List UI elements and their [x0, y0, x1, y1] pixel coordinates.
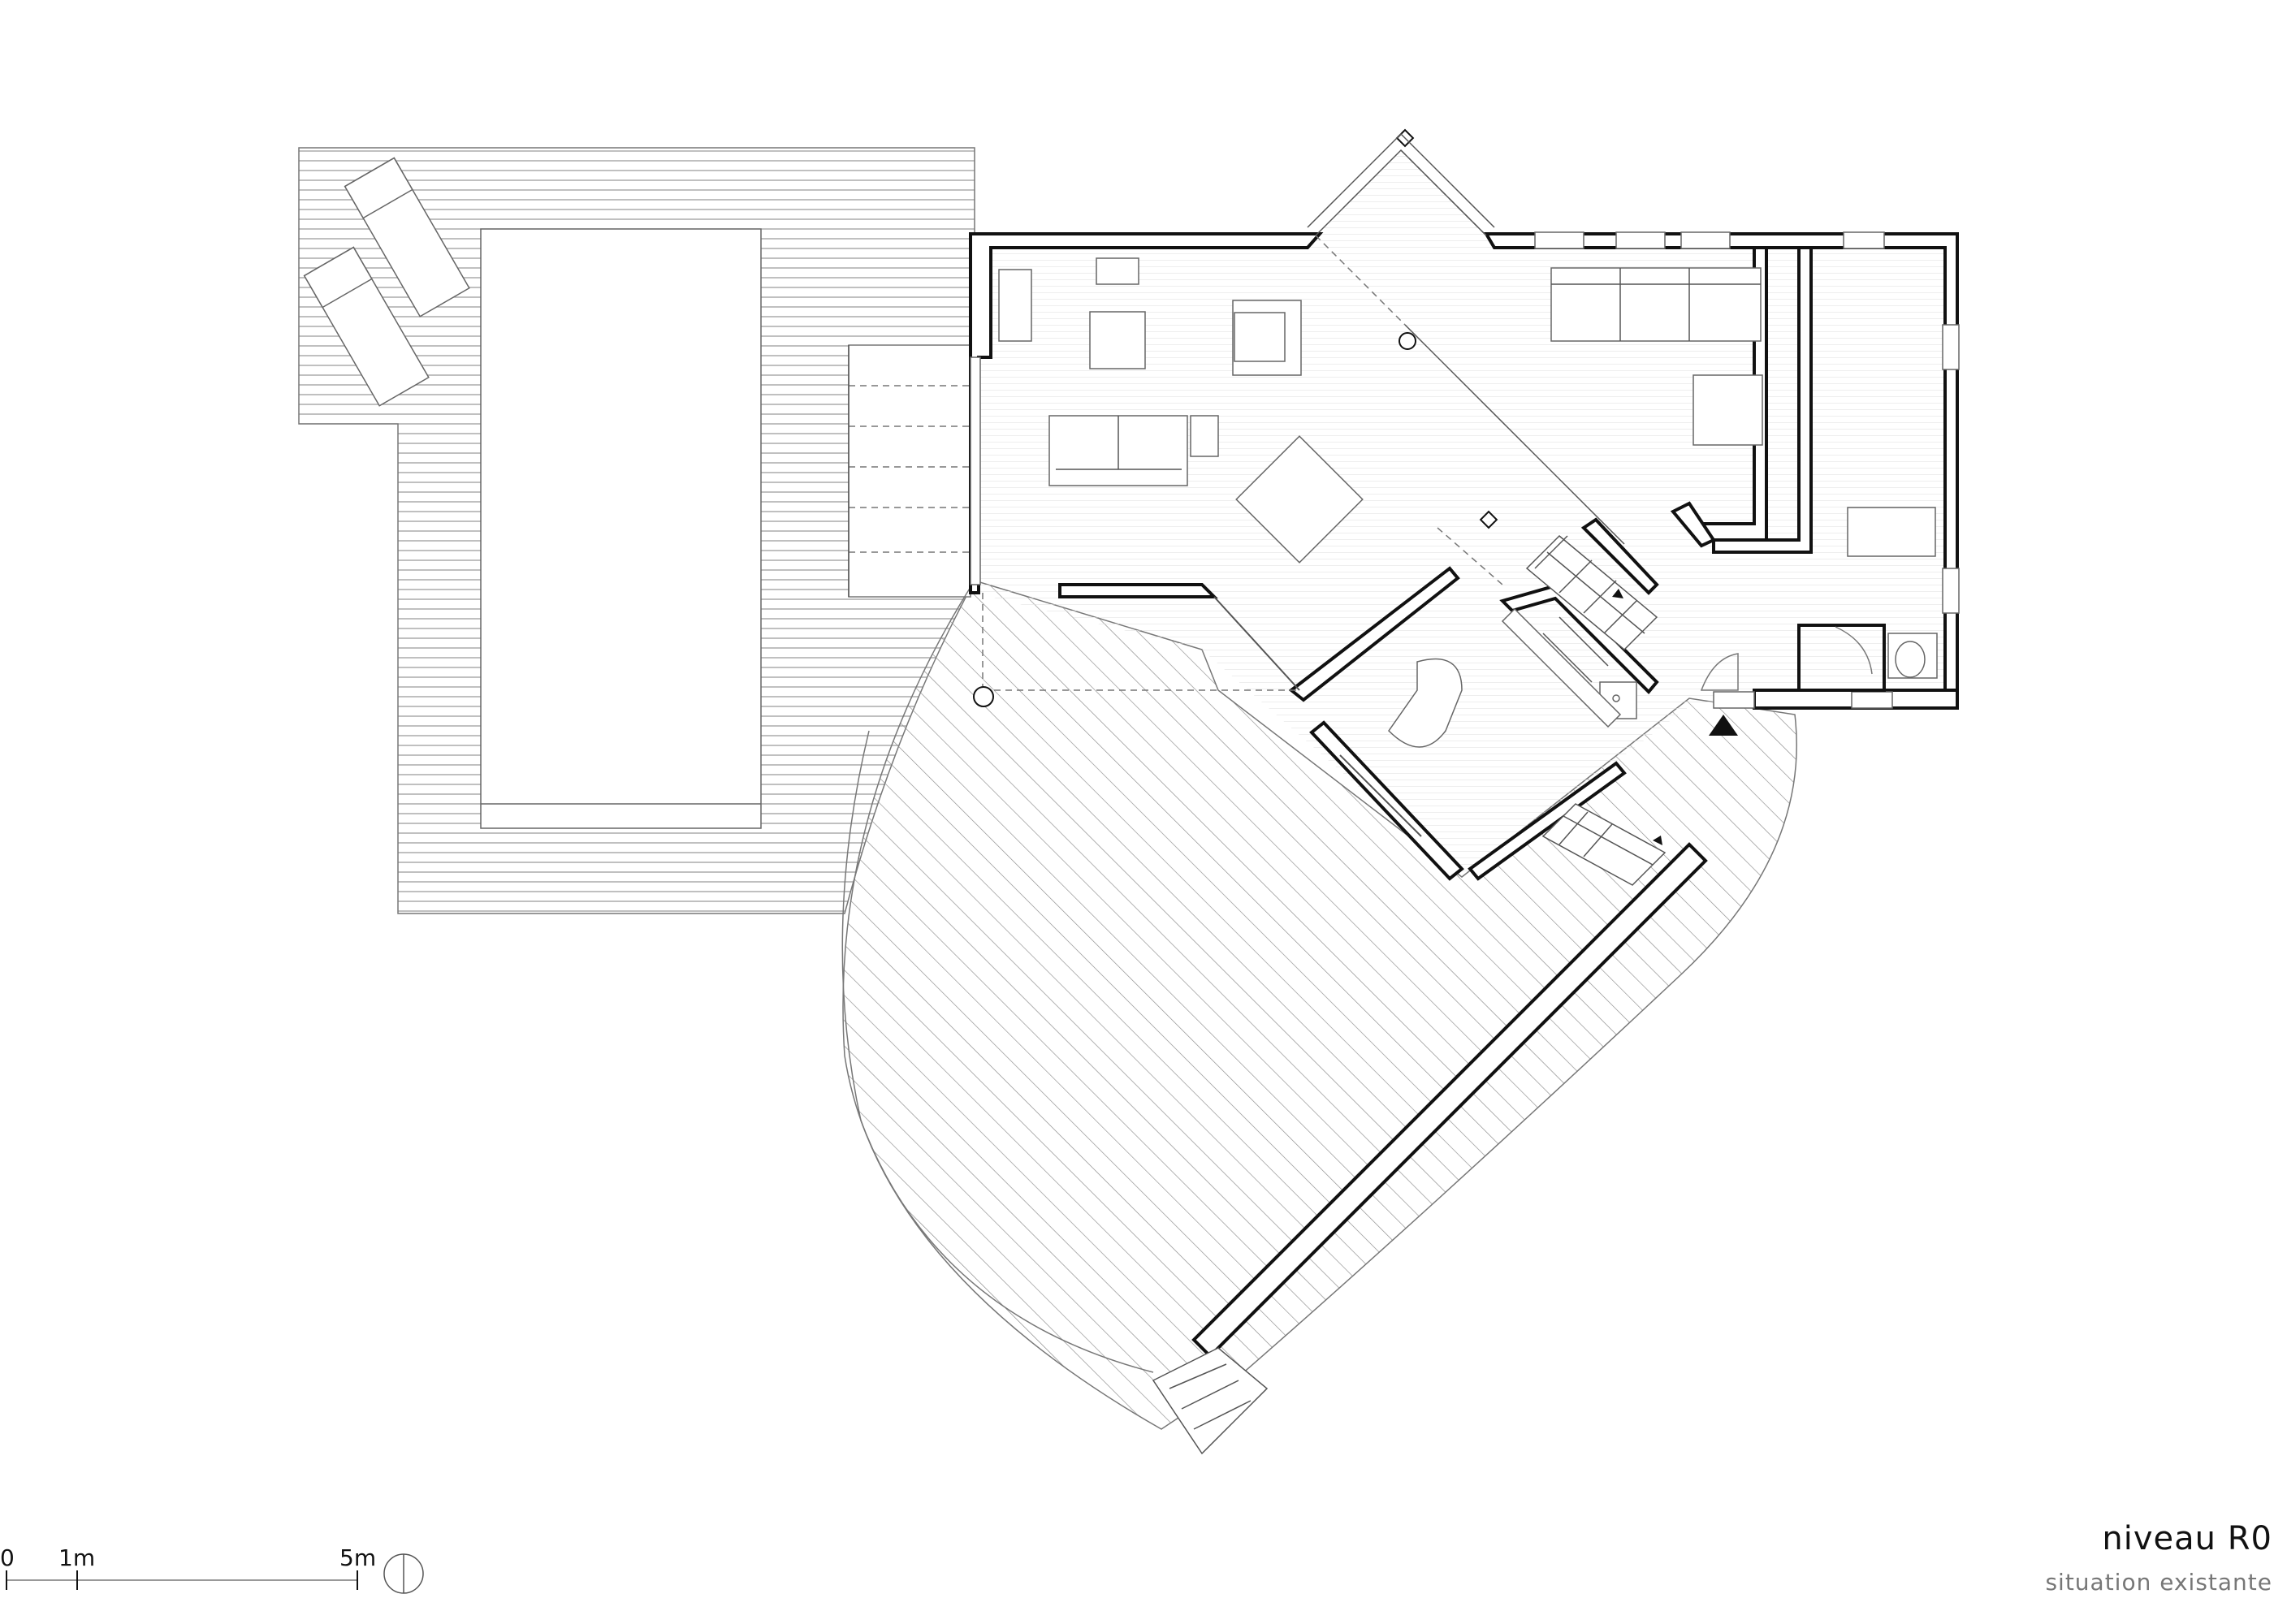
- scale-label-1m: 1m: [58, 1544, 96, 1571]
- stairs-main: [1525, 534, 1658, 651]
- pergola-outline: [848, 344, 971, 598]
- column-2: [973, 686, 994, 707]
- armchair: [1089, 311, 1146, 369]
- entrance-triangle-icon: [1709, 715, 1738, 736]
- furniture: [998, 257, 1938, 679]
- kitchen: [1388, 607, 1637, 748]
- column-3: [1479, 510, 1498, 529]
- table: [1693, 374, 1763, 446]
- terrace-steps: [1152, 1347, 1269, 1455]
- scale-bar-graphic: [6, 1553, 424, 1594]
- column-1: [1399, 332, 1416, 350]
- glazed-bay: [1307, 132, 1495, 236]
- cabinet: [998, 269, 1032, 342]
- drawing-title: niveau R0: [2102, 1520, 2272, 1557]
- sun-lounger-2: [303, 246, 430, 407]
- windows: [970, 231, 1960, 837]
- bathroom: [1797, 624, 1886, 692]
- coffee-table: [1235, 435, 1364, 564]
- island: [1388, 658, 1463, 748]
- sun-lounger-1: [344, 157, 470, 317]
- terrace-bench: [1191, 842, 1708, 1358]
- entrance: [1700, 653, 1739, 736]
- side-table: [1096, 257, 1139, 285]
- drawing-subtitle: situation existante: [2045, 1569, 2272, 1596]
- scale-label-0: 0: [0, 1544, 15, 1571]
- wardrobe: [1847, 507, 1936, 557]
- stair-direction-icon: [1612, 589, 1623, 598]
- swimming-pool: [480, 228, 762, 829]
- stairs-exterior: [1541, 803, 1667, 886]
- scale-label-5m: 5m: [339, 1544, 377, 1571]
- exterior-walls: [969, 232, 1959, 881]
- sofa-right: [1550, 267, 1762, 342]
